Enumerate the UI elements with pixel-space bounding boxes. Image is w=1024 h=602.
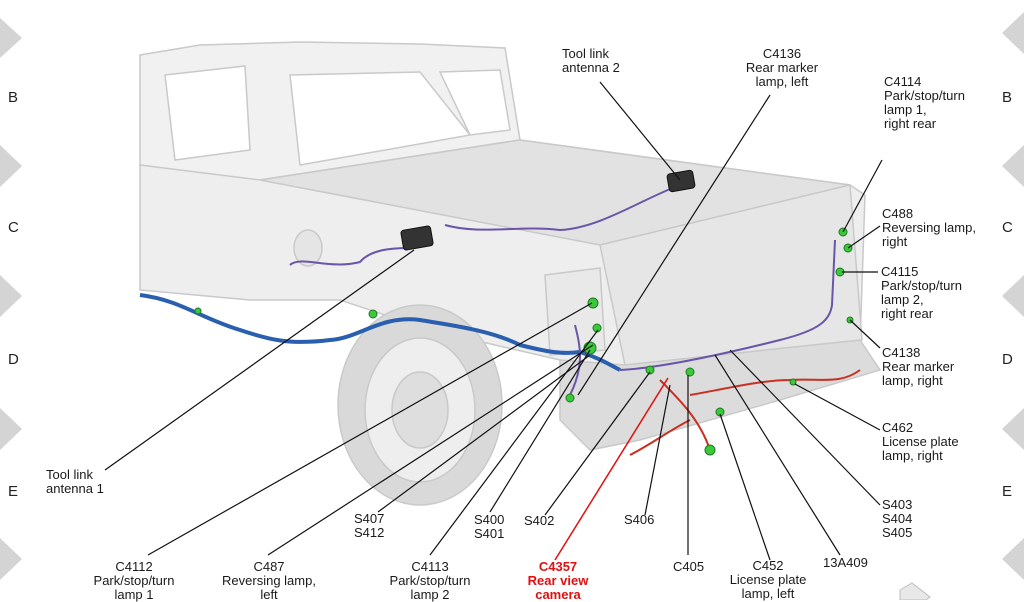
label-tool-link-antenna-1: Tool link antenna 1 [46,467,104,496]
zone-e-right: E [1002,483,1013,500]
corner-arrow-icon[interactable] [899,582,931,600]
label-c4112: C4112 Park/stop/turn lamp 1 [93,559,175,602]
label-13a409: 13A409 [823,555,868,570]
label-s406: S406 [624,512,655,527]
label-tool-link-antenna-2: Tool link antenna 2 [562,46,620,75]
purple-harness [289,184,836,396]
label-s403-s405: S403 S404 S405 [882,497,913,540]
left-nav-arrows[interactable] [0,18,22,580]
truck-illustration [139,41,882,506]
zone-e-left: E [8,483,19,500]
label-c452: C452 License plate lamp, left [729,558,807,601]
label-c488: C488 Reversing lamp, right [882,206,976,249]
leader-lines [104,81,883,561]
label-c4113: C4113 Park/stop/turn lamp 2 [389,559,471,602]
label-s402: S402 [524,513,555,528]
label-c4114: C4114 Park/stop/turn lamp 1, right rear [884,74,965,131]
zone-b-right: B [1002,89,1013,106]
label-c4138: C4138 Rear marker lamp, right [882,345,955,388]
label-c4136: C4136 Rear marker lamp, left [745,46,819,89]
label-s400-s401: S400 S401 [474,512,505,541]
zone-d-left: D [8,351,19,368]
label-c405: C405 [673,559,705,574]
label-s407-s412: S407 S412 [354,511,385,540]
zone-d-right: D [1002,351,1013,368]
antenna-modules [400,169,696,251]
label-c4115: C4115 Park/stop/turn lamp 2, right rear [881,264,962,321]
right-nav-arrows[interactable] [1002,12,1024,580]
label-c4357-rear-view-camera: C4357 Rear view camera [527,559,589,602]
label-c462: C462 License plate lamp, right [882,420,959,463]
blue-harness [139,293,621,372]
zone-c-right: C [1002,219,1013,236]
zone-c-left: C [8,219,19,236]
zone-b-left: B [8,89,19,106]
label-c487: C487 Reversing lamp, left [222,559,316,602]
camera-leader-line [554,377,669,561]
